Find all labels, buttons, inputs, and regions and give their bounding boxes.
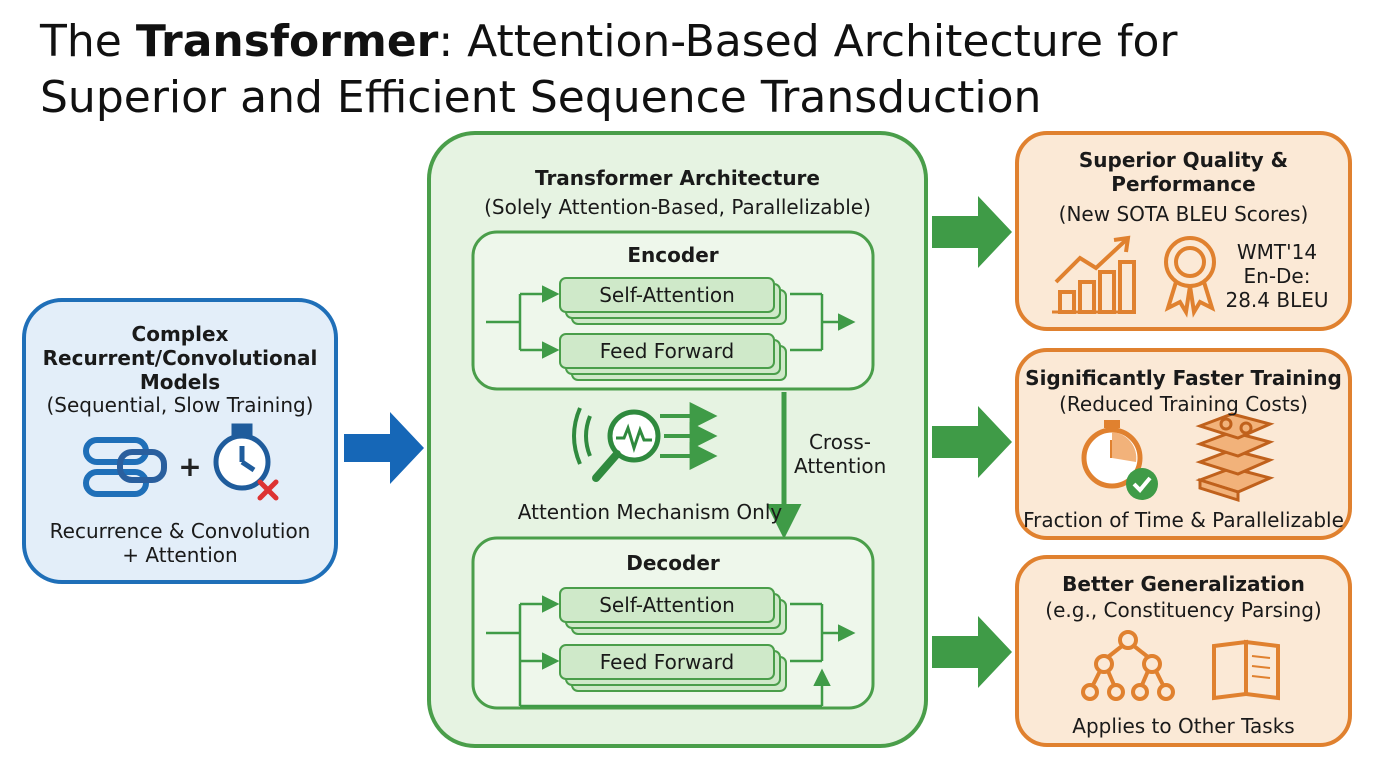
quality-heading: Superior Quality & Performance — [1078, 148, 1289, 196]
chain-link-icon — [83, 437, 167, 497]
left-box-subtitle: (Sequential, Slow Training) — [46, 393, 314, 417]
transformer-subtitle: (Solely Attention-Based, Parallelizable) — [484, 195, 871, 219]
left-box-heading: Complex Recurrent/Convolutional Models — [42, 322, 318, 394]
stopwatch-icon — [213, 423, 271, 491]
bleu-stat: WMT'14 En-De: 28.4 BLEU — [1225, 240, 1329, 312]
generalization-footer: Applies to Other Tasks — [1072, 714, 1295, 738]
mechanism-label: Attention Mechanism Only — [517, 500, 783, 524]
book-icon — [1212, 639, 1280, 701]
training-subtitle: (Reduced Training Costs) — [1059, 392, 1308, 416]
parallel-arrows-icon — [660, 402, 718, 470]
transformer-heading: Transformer Architecture — [535, 166, 820, 190]
green-arrow-1 — [932, 196, 1012, 268]
decoder-feed-forward-label: Feed Forward — [599, 650, 735, 674]
decoder-flow-lines — [486, 595, 856, 708]
training-heading: Significantly Faster Training — [1025, 366, 1342, 390]
encoder-title: Encoder — [627, 243, 719, 267]
training-box — [1015, 348, 1352, 540]
encoder-self-attention-label: Self-Attention — [599, 283, 735, 307]
stopwatch-check-icon — [1081, 420, 1158, 500]
green-arrow-3 — [932, 616, 1012, 688]
magnifier-waveform-icon — [572, 407, 661, 482]
page-title: The Transformer: Attention-Based Archite… — [40, 16, 1178, 123]
award-ribbon-icon — [1164, 236, 1216, 318]
gpu-stack-icon — [1195, 412, 1275, 503]
cross-attention-label: Cross- Attention — [794, 430, 887, 478]
generalization-subtitle: (e.g., Constituency Parsing) — [1045, 598, 1322, 622]
plus-sign: + — [178, 450, 201, 483]
decoder-title: Decoder — [626, 551, 720, 575]
bar-chart-trend-icon — [1052, 235, 1136, 314]
left-model-box — [22, 298, 338, 584]
decoder-feed-forward-layer — [559, 644, 775, 680]
encoder-flow-lines — [486, 285, 856, 359]
training-footer: Fraction of Time & Parallelizable — [1023, 508, 1344, 532]
encoder-self-attention-layer — [559, 277, 775, 313]
tree-icon — [1081, 630, 1175, 701]
generalization-heading: Better Generalization — [1062, 572, 1305, 596]
decoder-self-attention-label: Self-Attention — [599, 593, 735, 617]
encoder-feed-forward-label: Feed Forward — [599, 339, 735, 363]
decoder-self-attention-layer — [559, 587, 775, 623]
quality-subtitle: (New SOTA BLEU Scores) — [1058, 202, 1309, 226]
left-box-footer: Recurrence & Convolution + Attention — [49, 519, 311, 567]
green-arrow-2 — [932, 406, 1012, 478]
red-x-icon — [257, 479, 279, 501]
blue-arrow — [344, 412, 424, 484]
encoder-feed-forward-layer — [559, 333, 775, 369]
